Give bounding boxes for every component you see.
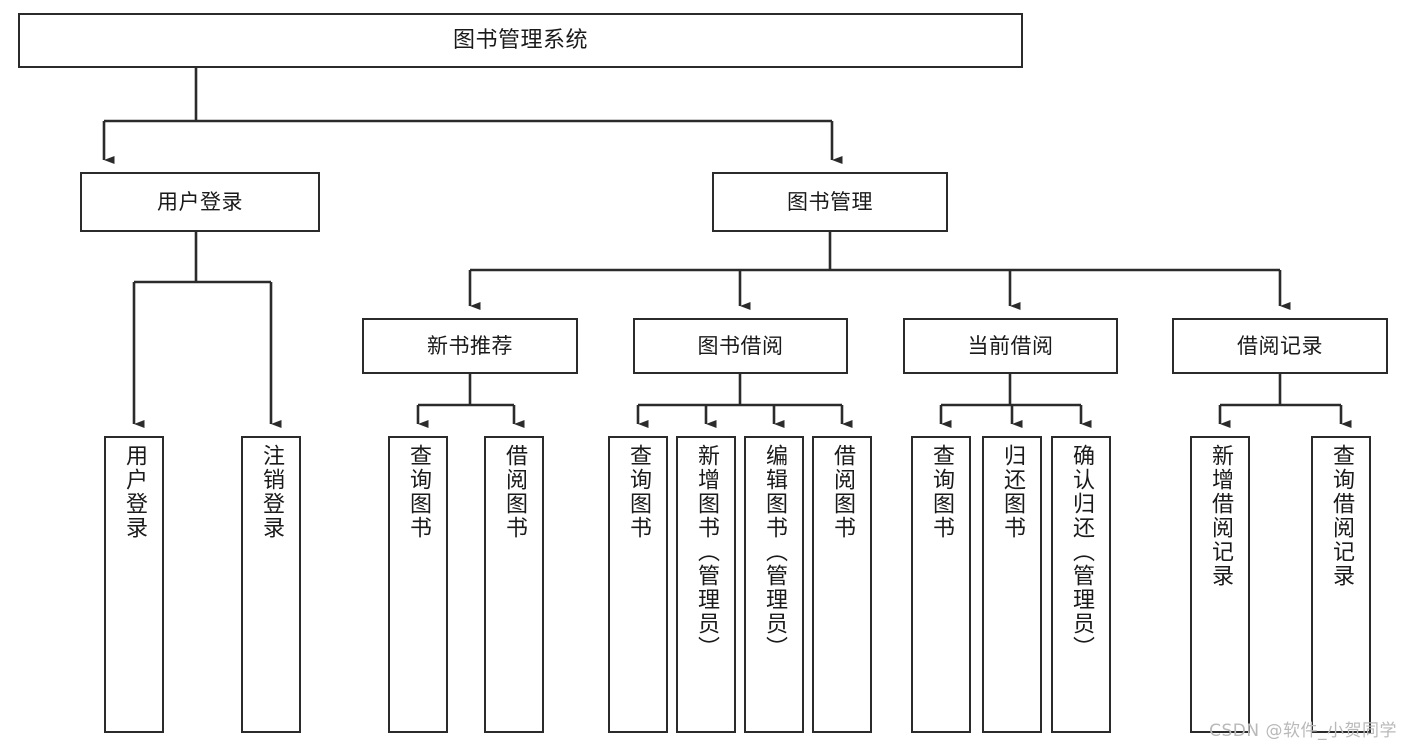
leaf-query-book-3[interactable]: 查询图书 — [911, 436, 971, 733]
leaf-add-book-label: 新增图书（管理员） — [694, 444, 719, 660]
node-root[interactable]: 图书管理系统 — [18, 13, 1023, 68]
node-new-book-recommendation-label: 新书推荐 — [427, 333, 513, 358]
node-current-borrowing[interactable]: 当前借阅 — [903, 318, 1118, 374]
node-book-borrowing-label: 图书借阅 — [697, 333, 784, 358]
leaf-query-book-1[interactable]: 查询图书 — [388, 436, 448, 733]
leaf-borrow-book-1-label: 借阅图书 — [502, 444, 527, 540]
node-book-management-label: 图书管理 — [787, 189, 873, 214]
leaf-add-borrow-record-label: 新增借阅记录 — [1208, 444, 1233, 588]
leaf-borrow-book-2[interactable]: 借阅图书 — [812, 436, 872, 733]
node-user-login[interactable]: 用户登录 — [80, 172, 320, 232]
node-new-book-recommendation[interactable]: 新书推荐 — [362, 318, 578, 374]
leaf-logout-label: 注销登录 — [259, 444, 284, 540]
node-root-label: 图书管理系统 — [452, 27, 588, 53]
leaf-add-borrow-record[interactable]: 新增借阅记录 — [1190, 436, 1250, 733]
node-book-management[interactable]: 图书管理 — [712, 172, 948, 232]
leaf-query-book-3-label: 查询图书 — [929, 444, 954, 540]
node-current-borrowing-label: 当前借阅 — [967, 333, 1054, 358]
leaf-add-book[interactable]: 新增图书（管理员） — [676, 436, 736, 733]
leaf-borrow-book-1[interactable]: 借阅图书 — [484, 436, 544, 733]
leaf-query-borrow-record-label: 查询借阅记录 — [1329, 444, 1354, 588]
leaf-borrow-book-2-label: 借阅图书 — [830, 444, 855, 540]
leaf-return-book-label: 归还图书 — [1000, 444, 1025, 540]
leaf-confirm-return-label: 确认归还（管理员） — [1069, 444, 1094, 660]
leaf-query-book-1-label: 查询图书 — [406, 444, 431, 540]
leaf-query-book-2-label: 查询图书 — [626, 444, 651, 540]
leaf-user-login[interactable]: 用户登录 — [104, 436, 164, 733]
leaf-confirm-return[interactable]: 确认归还（管理员） — [1051, 436, 1111, 733]
leaf-edit-book-label: 编辑图书（管理员） — [762, 444, 787, 660]
node-user-login-label: 用户登录 — [157, 189, 243, 214]
leaf-return-book[interactable]: 归还图书 — [982, 436, 1042, 733]
node-borrowing-record[interactable]: 借阅记录 — [1172, 318, 1388, 374]
leaf-edit-book[interactable]: 编辑图书（管理员） — [744, 436, 804, 733]
node-borrowing-record-label: 借阅记录 — [1237, 333, 1323, 358]
node-book-borrowing[interactable]: 图书借阅 — [633, 318, 848, 374]
leaf-query-book-2[interactable]: 查询图书 — [608, 436, 668, 733]
leaf-query-borrow-record[interactable]: 查询借阅记录 — [1311, 436, 1371, 733]
leaf-user-login-label: 用户登录 — [122, 444, 147, 540]
leaf-logout[interactable]: 注销登录 — [241, 436, 301, 733]
